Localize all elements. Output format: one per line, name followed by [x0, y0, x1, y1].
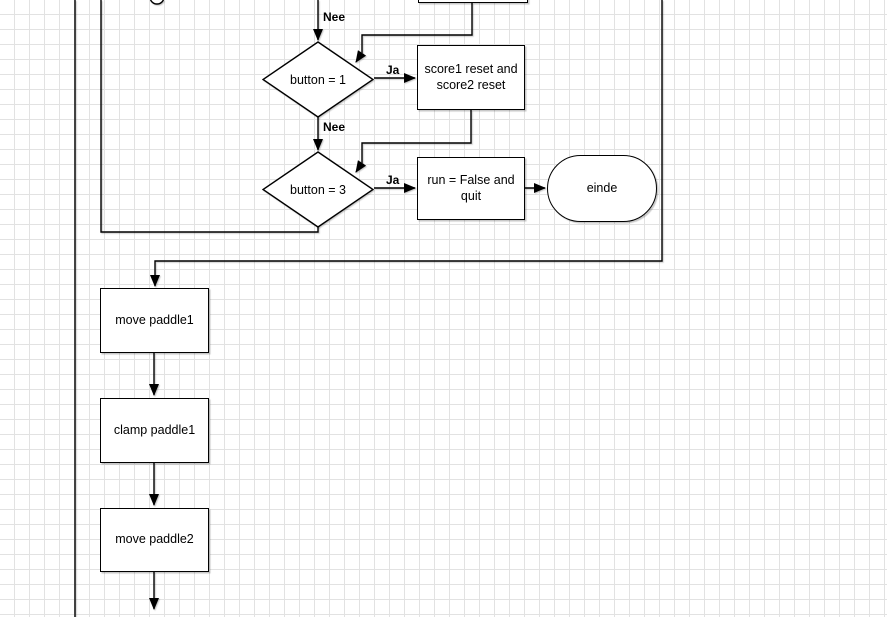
process-run-false-label: run = False and quit: [427, 172, 515, 203]
edge-label-nee-top[interactable]: Nee: [323, 10, 346, 24]
edge-scorebox-into-button3[interactable]: [355, 110, 472, 173]
node-process-run-false[interactable]: run = False and quit: [417, 157, 525, 220]
process-move-paddle2-label: move paddle2: [115, 532, 194, 547]
edge-label-ja-button3[interactable]: Ja: [386, 173, 400, 187]
node-terminator-einde[interactable]: einde: [547, 155, 657, 222]
edge-label-nee-button1[interactable]: Nee: [323, 120, 346, 134]
terminator-einde-label: einde: [586, 180, 618, 195]
node-process-move-paddle1[interactable]: move paddle1: [100, 288, 209, 353]
node-process-move-paddle2[interactable]: move paddle2: [100, 508, 209, 572]
edge-topbox-into-button1[interactable]: [355, 3, 473, 63]
process-clamp-paddle1-label: clamp paddle1: [113, 422, 196, 437]
decision-button1-label: button = 1: [290, 72, 346, 87]
process-move-paddle1-label: move paddle1: [115, 312, 194, 327]
process-score-reset-label: score1 reset and score2 reset: [424, 61, 518, 92]
node-process-clamp-paddle1[interactable]: clamp paddle1: [100, 398, 209, 463]
decision-button3-label: button = 3: [290, 182, 346, 197]
top-connector-node[interactable]: [149, 0, 165, 5]
node-decision-button3[interactable]: button = 3: [262, 151, 374, 228]
node-decision-button1[interactable]: button = 1: [262, 41, 374, 118]
node-top-process-cutoff[interactable]: [418, 0, 528, 3]
edge-loop-into-move-paddle1[interactable]: [150, 0, 663, 287]
decision-button3-diamond[interactable]: [262, 151, 374, 228]
node-process-score-reset[interactable]: score1 reset and score2 reset: [417, 45, 525, 110]
decision-button1-diamond[interactable]: [262, 41, 374, 118]
edge-label-ja-button1[interactable]: Ja: [386, 63, 400, 77]
edge-loopback-button3[interactable]: [100, 0, 319, 233]
